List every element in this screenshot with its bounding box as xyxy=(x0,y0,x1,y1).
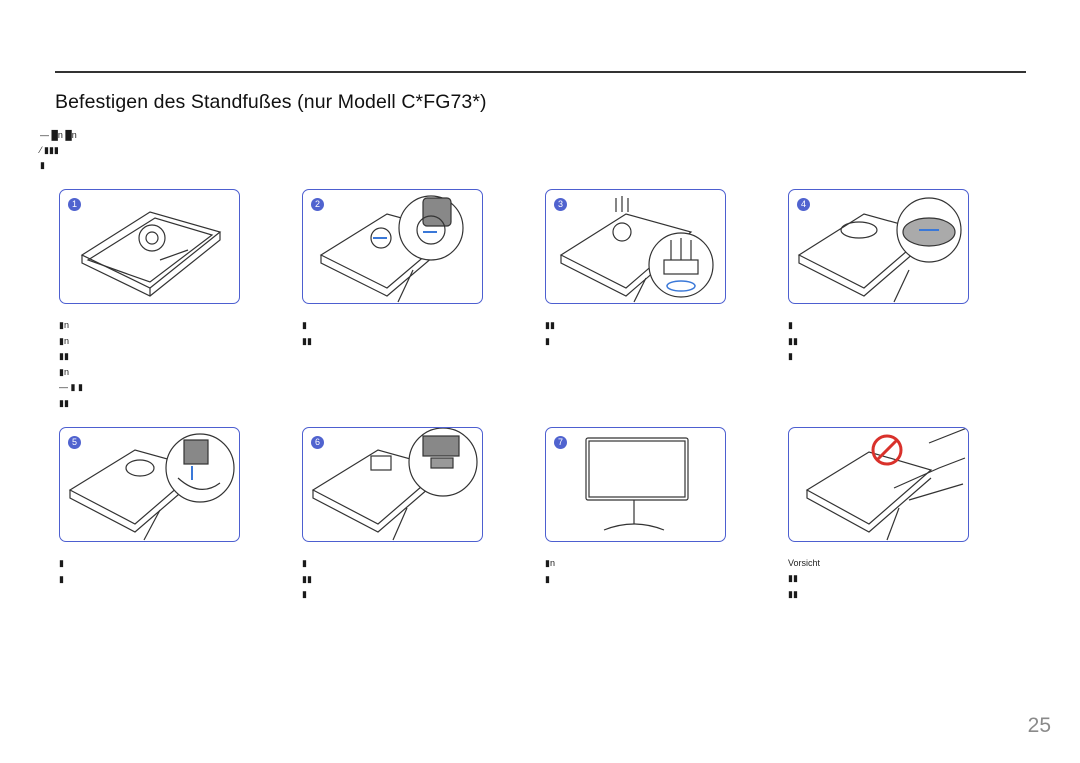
step-1-illustration: 1 xyxy=(59,189,240,304)
intro-note-line: ― █n █n xyxy=(40,130,77,140)
caption-line: ▮ xyxy=(788,320,793,330)
step-3-caption: ▮▮ ▮ xyxy=(545,318,555,349)
step-7-caption: ▮n ▮ xyxy=(545,556,555,587)
caption-line: ▮ xyxy=(59,558,64,568)
caption-line: ▮n xyxy=(59,320,69,330)
step-2-illustration: 2 xyxy=(302,189,483,304)
caption-line: ▮▮ xyxy=(59,397,69,408)
monitor-back-illustration xyxy=(80,211,222,297)
caption-line: ▮▮ xyxy=(59,351,69,361)
base-screw-illustration xyxy=(68,433,235,541)
caption-line: ▮ xyxy=(59,573,64,584)
caption-line: ― ▮ ▮ xyxy=(59,382,83,392)
intro-note-line: ⁄ ▮▮▮ xyxy=(40,145,59,155)
caption-line: ▮n xyxy=(59,366,69,377)
step-6-caption: ▮ ▮▮ ▮ xyxy=(302,556,312,603)
caption-line: ▮▮ xyxy=(788,588,798,599)
step-7-illustration: 7 xyxy=(545,427,726,542)
step-badge: 4 xyxy=(797,198,810,211)
page-title: Befestigen des Standfußes (nur Modell C*… xyxy=(55,91,487,113)
caution-caption: Vorsicht ▮▮ ▮▮ xyxy=(788,556,820,602)
caption-line: ▮▮ xyxy=(302,573,312,584)
step-5-illustration: 5 xyxy=(59,427,240,542)
caution-illustration xyxy=(788,427,969,542)
upright-monitor-illustration xyxy=(585,437,689,531)
caption-line: ▮ xyxy=(302,558,307,568)
intro-note-line: ▮ xyxy=(40,160,45,170)
caption-line: ▮n xyxy=(59,335,69,346)
step-badge: 7 xyxy=(554,436,567,449)
step-badge: 5 xyxy=(68,436,81,449)
step-badge: 2 xyxy=(311,198,324,211)
caption-line: ▮▮ xyxy=(545,320,555,330)
step-4-caption: ▮ ▮▮ ▮ xyxy=(788,318,798,365)
do-not-lift-by-stand-illustration xyxy=(805,428,968,541)
caption-line: ▮▮ xyxy=(788,335,798,346)
step-3-illustration: 3 xyxy=(545,189,726,304)
intro-notes: ― █n █n ⁄ ▮▮▮ ▮ xyxy=(40,128,77,173)
caption-line: ▮▮ xyxy=(788,573,798,583)
step-badge: 1 xyxy=(68,198,81,211)
caption-line: ▮n xyxy=(545,558,555,568)
step-badge: 3 xyxy=(554,198,567,211)
caution-heading: Vorsicht xyxy=(788,558,821,568)
caption-line: ▮ xyxy=(788,351,793,361)
caption-line: ▮ xyxy=(302,589,307,599)
step-5-caption: ▮ ▮ xyxy=(59,556,64,587)
page-number: 25 xyxy=(1027,714,1051,737)
caption-line: ▮▮ xyxy=(302,335,312,346)
step-4-illustration: 4 xyxy=(788,189,969,304)
step-1-caption: ▮n ▮n ▮▮ ▮n ― ▮ ▮ ▮▮ xyxy=(59,318,83,411)
caption-line: ▮ xyxy=(545,573,550,584)
cover-attach-illustration xyxy=(311,428,478,541)
base-attach-illustration xyxy=(797,197,962,303)
caption-line: ▮ xyxy=(302,320,307,330)
step-6-illustration: 6 xyxy=(302,427,483,542)
screw-fastening-illustration xyxy=(559,196,714,303)
step-2-caption: ▮ ▮▮ xyxy=(302,318,312,349)
header-rule xyxy=(55,71,1026,73)
caption-line: ▮ xyxy=(545,335,550,346)
step-badge: 6 xyxy=(311,436,324,449)
stand-neck-attach-illustration xyxy=(319,195,464,303)
